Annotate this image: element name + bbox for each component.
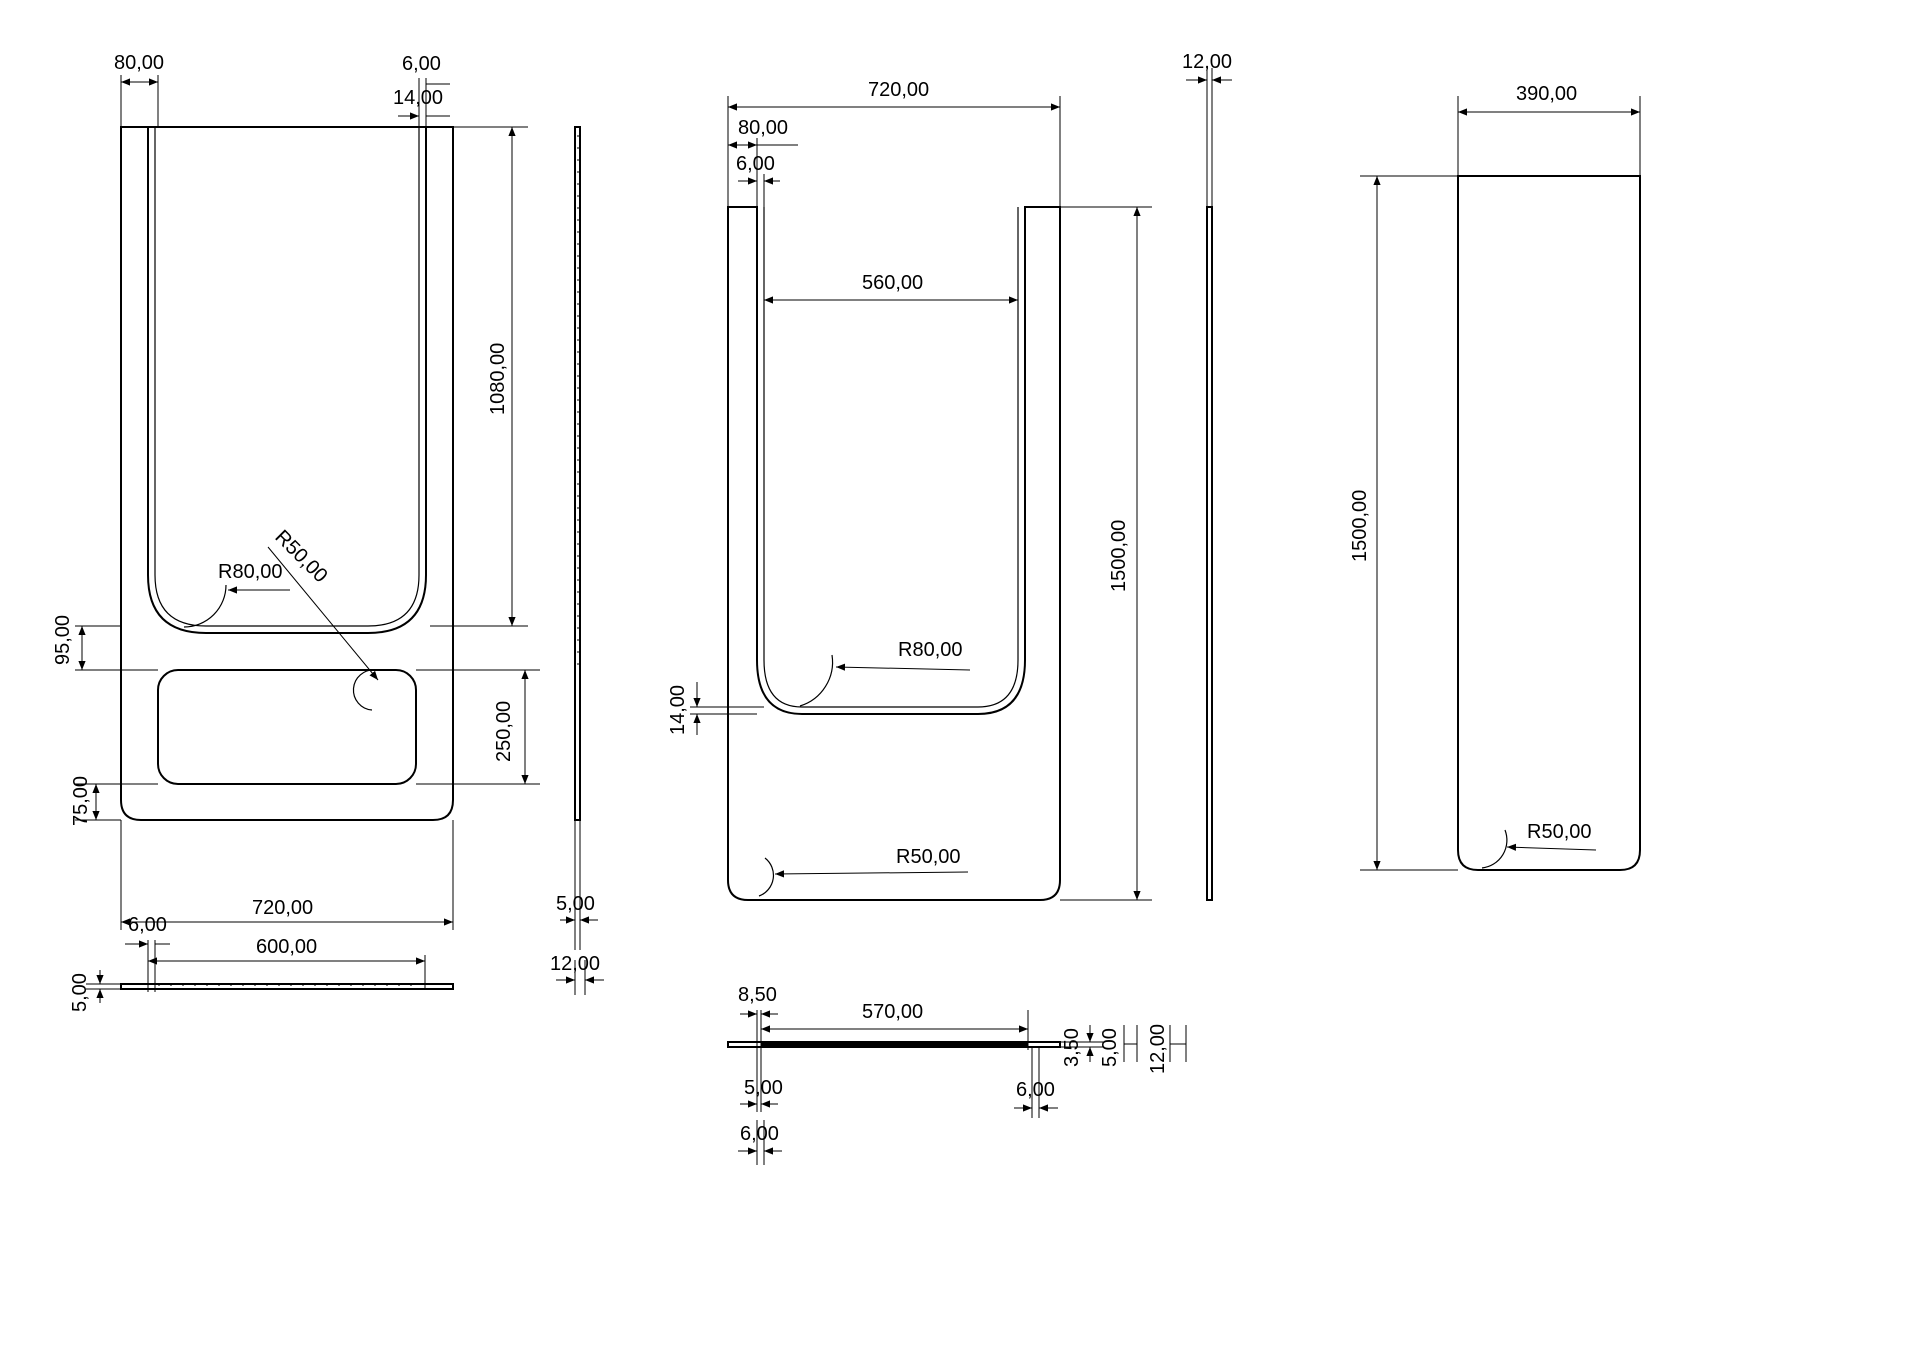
middle-leg-width-label: 80,00 <box>738 117 788 139</box>
left-slot-height-label: 250,00 <box>493 701 515 762</box>
middle-section-offset-label: 8,50 <box>738 984 777 1006</box>
middle-overall-width-label: 720,00 <box>868 79 929 101</box>
middle-section-dim-a-label: 3,50 <box>1061 1028 1083 1067</box>
middle-section-dim-d-label: 5,00 <box>744 1077 783 1099</box>
left-top-width-label: 80,00 <box>114 52 164 74</box>
middle-panel <box>727 206 1061 901</box>
middle-section-dim-b-label: 5,00 <box>1099 1028 1121 1067</box>
middle-side-thickness-label: 12,00 <box>1182 51 1232 73</box>
left-panel-section: 6,00 600,00 5,00 <box>69 914 454 1012</box>
left-bottom-margin-label: 75,00 <box>70 776 92 826</box>
left-height-upper-label: 1080,00 <box>487 343 509 415</box>
middle-section-dim-f-label: 6,00 <box>740 1123 779 1145</box>
left-side-thickness-a-label: 5,00 <box>556 893 595 915</box>
right-radius-label: R50,00 <box>1527 821 1592 843</box>
left-radius-inner-label: R80,00 <box>218 561 283 583</box>
left-gap-between-label: 95,00 <box>52 615 74 665</box>
left-side-thickness-b-label: 12,00 <box>550 953 600 975</box>
right-panel <box>1457 175 1641 871</box>
left-top-gap-a-label: 6,00 <box>402 53 441 75</box>
left-thickness-label: 5,00 <box>69 973 91 1012</box>
right-panel-dimensions: 390,00 1500,00 R50,00 <box>1349 83 1641 871</box>
middle-height-label: 1500,00 <box>1108 520 1130 592</box>
right-height-label: 1500,00 <box>1349 490 1371 562</box>
left-side-view: 5,00 12,00 <box>550 126 604 995</box>
left-panel <box>120 126 454 821</box>
middle-section-dim-e-label: 6,00 <box>1016 1079 1055 1101</box>
middle-section: 8,50 570,00 3,50 5,00 12,00 5,00 6,00 6,… <box>727 984 1187 1165</box>
middle-edge-offset-label: 6,00 <box>736 153 775 175</box>
left-top-gap-b-label: 14,00 <box>393 87 443 109</box>
middle-bottom-gap-label: 14,00 <box>667 685 689 735</box>
left-panel-dimensions: 80,00 6,00 14,00 1080,00 R80,00 R50,00 9… <box>52 52 540 930</box>
middle-radius-inner-label: R80,00 <box>898 639 963 661</box>
middle-side-view: 12,00 <box>1182 51 1232 901</box>
right-width-label: 390,00 <box>1516 83 1577 105</box>
middle-panel-dimensions: 720,00 80,00 6,00 560,00 1500,00 R80,00 … <box>667 79 1152 901</box>
middle-section-inner-width-label: 570,00 <box>862 1001 923 1023</box>
middle-section-dim-c-label: 12,00 <box>1147 1024 1169 1074</box>
left-inner-width-label: 600,00 <box>256 936 317 958</box>
middle-radius-outer-label: R50,00 <box>896 846 961 868</box>
left-overall-width-label: 720,00 <box>252 897 313 919</box>
middle-inner-width-label: 560,00 <box>862 272 923 294</box>
left-edge-offset-label: 6,00 <box>128 914 167 936</box>
